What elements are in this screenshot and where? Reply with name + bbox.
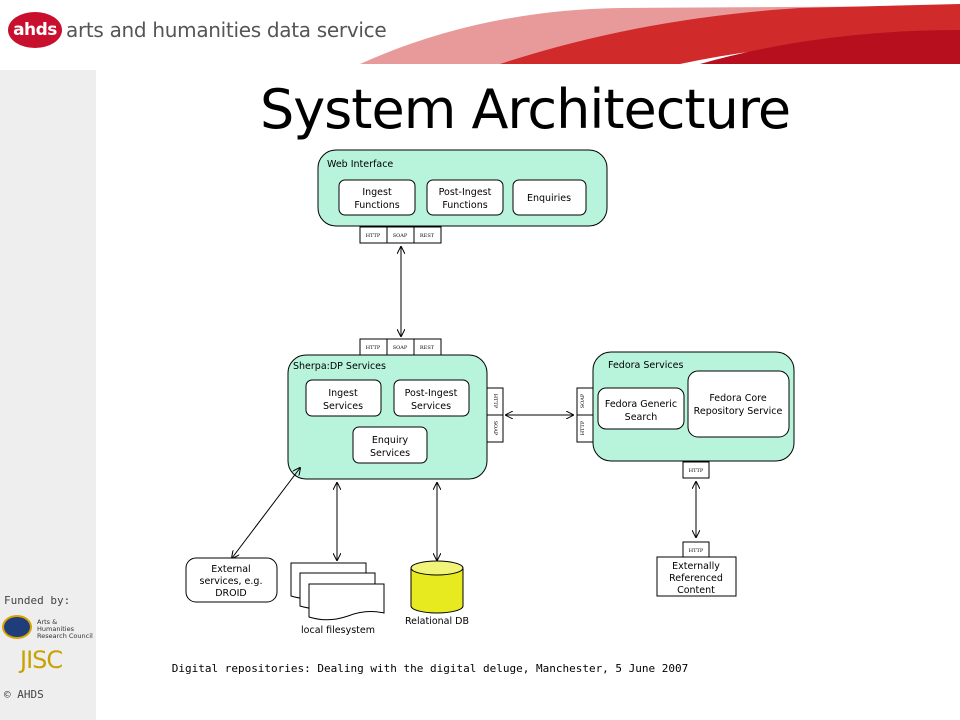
ingest-functions-box [338,179,416,216]
sherpa-port-rest-label: REST [420,345,435,351]
fedora-group: SOAP HTTP Fedora Services Fedora Generic… [576,351,795,479]
fedora-core-line-1: Fedora Core [709,393,767,404]
fedora-core-line-2: Repository Service [694,406,783,417]
header-swoosh [360,4,960,64]
fedora-generic-search-box [597,387,685,430]
web-port-soap-label: SOAP [393,233,408,239]
enquiry-services-box [352,426,428,464]
post-ingest-functions-line-2: Functions [442,200,487,211]
fedora-generic-search-line-1: Fedora Generic [605,399,677,410]
jisc-logo: JISC [20,646,63,674]
ahrc-logo: Arts & Humanities Research Council [2,614,96,644]
filesystem-label: local filesystem [301,625,375,636]
database-group: Relational DB [405,560,469,627]
filesystem-group: local filesystem [290,562,385,636]
ingest-services-box [305,379,382,417]
sidebar [0,70,96,720]
fedora-side-port-http-label: HTTP [580,420,586,435]
sherpa-side-port-http-label: HTTP [492,394,498,409]
web-port-rest [413,226,442,244]
sherpa-dp-label: Sherpa:DP Services [293,361,386,372]
ahds-logo-text: arts and humanities data service [66,18,387,42]
database-label: Relational DB [405,616,469,627]
post-ingest-services-line-2: Services [411,401,451,412]
post-ingest-services-box [393,379,470,417]
fedora-services-label: Fedora Services [608,360,683,371]
ahds-logo[interactable]: ahds [8,12,62,48]
ahrc-name: Arts & Humanities Research Council [37,619,96,640]
funded-by-label: Funded by: [4,594,71,607]
header-banner: ahds arts and humanities data service [0,0,960,70]
external-content-line-1: Externally [672,561,720,572]
post-ingest-services-line-1: Post-Ingest [405,388,458,399]
enquiry-services-line-2: Services [370,448,410,459]
enquiries-box [512,179,587,216]
sherpa-side-port-soap-label: SOAP [492,421,498,436]
web-port-rest-label: REST [420,233,435,239]
web-interface-label: Web Interface [327,159,393,170]
ingest-services-line-1: Ingest [328,388,358,399]
external-services-group: External services, e.g. DROID [185,557,278,603]
copyright: © AHDS [4,688,44,701]
fedora-bottom-port-http-label: HTTP [689,468,704,474]
external-services-box [185,557,278,603]
web-port-http-label: HTTP [366,233,381,239]
ahrc-line-2: Research Council [37,632,93,640]
external-services-line-3: DROID [215,588,247,599]
external-services-line-2: services, e.g. [200,576,263,587]
post-ingest-functions-line-1: Post-Ingest [439,187,492,198]
external-content-line-2: Referenced [669,573,723,584]
external-content-box [656,556,737,597]
ingest-services-line-2: Services [323,401,363,412]
sherpa-port-http-label: HTTP [366,345,381,351]
slide-title: System Architecture [259,78,791,141]
ingest-functions-line-1: Ingest [362,187,392,198]
ahrc-line-1: Arts & Humanities [37,618,74,633]
ahrc-seal-icon [2,615,32,639]
ingest-functions-line-2: Functions [354,200,399,211]
sherpa-to-external-services-connector [232,468,300,558]
fedora-side-port-soap-label: SOAP [580,393,586,408]
footer-caption: Digital repositories: Dealing with the d… [171,662,689,675]
post-ingest-functions-box [426,179,504,216]
enquiries-label: Enquiries [527,193,571,204]
sherpa-dp-group: HTTP SOAP REST Sherpa:DP Services Ingest… [287,338,504,480]
fedora-bottom-port-http [682,461,710,479]
fedora-core-box [687,370,790,438]
sherpa-port-soap-label: SOAP [393,345,408,351]
web-interface-group: Web Interface Ingest Functions Post-Inge… [317,149,608,244]
document-icon-front [308,583,385,621]
external-content-port-http-label: HTTP [689,548,704,554]
external-content-group: HTTP Externally Referenced Content [656,541,737,597]
fedora-generic-search-line-2: Search [625,412,658,423]
database-icon [410,560,464,576]
enquiry-services-line-1: Enquiry [372,435,409,446]
external-services-line-1: External [211,564,250,575]
external-content-line-3: Content [677,585,715,596]
sherpa-side-port-soap [486,414,504,443]
database-cylinder-body [410,568,464,614]
